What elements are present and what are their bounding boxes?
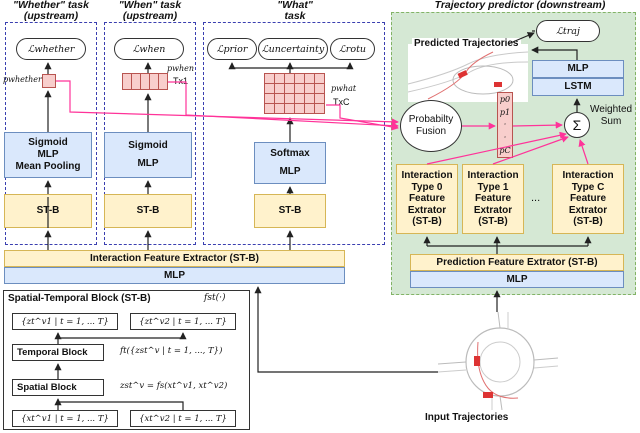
- prediction-feature-extractor: Prediction Feature Extrator (ST-B): [410, 254, 624, 271]
- x-left-box: {xt^v1 | t = 1, ... T}: [12, 410, 118, 427]
- loss-whether: ℒwhether: [16, 38, 86, 60]
- p-when-grid: [122, 73, 168, 90]
- p-vector: p0 p1 · · pC: [497, 92, 513, 158]
- probability-fusion: Probabilty Fusion: [400, 100, 462, 152]
- p0: p0: [499, 94, 511, 104]
- predictor-lstm: LSTM: [532, 78, 624, 96]
- interaction-type-1: Interaction Type 1 Feature Extrator (ST-…: [462, 164, 524, 234]
- p-dot2: ·: [503, 133, 507, 143]
- types-ellipsis: ...: [531, 192, 541, 204]
- when-head: Sigmoid MLP: [104, 132, 192, 178]
- p-when-label: pwhen: [167, 64, 195, 73]
- probability-fusion-label: Probabilty Fusion: [408, 114, 454, 137]
- weighted-sum-label: Weighted Sum: [590, 104, 633, 127]
- temporal-block: Temporal Block: [12, 344, 104, 361]
- tx1-label: Tx1: [173, 76, 189, 86]
- stb-detail-fst: fst(·): [204, 293, 226, 303]
- loss-traj: ℒtraj: [536, 20, 600, 42]
- predicted-trajectories-label: Predicted Trajectories: [412, 38, 521, 49]
- z-right-box: {zt^v2 | t = 1, ... T}: [130, 313, 236, 330]
- spatial-eq: zst^v = fs(xt^v1, xt^v2): [120, 381, 228, 391]
- loss-when: ℒwhen: [114, 38, 184, 60]
- p-dot1: ·: [503, 120, 507, 130]
- loss-rotu: ℒrotu: [330, 38, 375, 60]
- what-task-panel: [203, 22, 385, 245]
- z-left-box: {zt^v1 | t = 1, ... T}: [12, 313, 118, 330]
- whether-head: Sigmoid MLP Mean Pooling: [4, 132, 92, 178]
- loss-uncertainty: ℒuncertainty: [258, 38, 328, 60]
- predictor-title: Trajectory predictor (downstream): [434, 0, 606, 11]
- interaction-type-0: Interaction Type 0 Feature Extrator (ST-…: [396, 164, 458, 234]
- what-stb: ST-B: [254, 194, 326, 228]
- when-stb: ST-B: [104, 194, 192, 228]
- p-whether-label: pwhether: [3, 75, 42, 84]
- what-task-title: "What" task: [277, 0, 313, 22]
- x-right-box: {xt^v2 | t = 1, ... T}: [130, 410, 236, 427]
- interaction-feature-extractor: Interaction Feature Extractor (ST-B): [4, 250, 345, 267]
- p-whether-cell: [42, 74, 56, 88]
- when-head-mlp: MLP: [137, 158, 159, 169]
- interaction-feature-mlp: MLP: [4, 267, 345, 284]
- prediction-feature-mlp: MLP: [410, 271, 624, 288]
- sigma-symbol: Σ: [572, 117, 582, 133]
- p1: p1: [499, 107, 511, 117]
- pC: pC: [499, 146, 511, 156]
- when-task-title: "When" task (upstream): [118, 0, 182, 22]
- what-head: Softmax MLP: [254, 142, 326, 184]
- p-what-grid: [264, 73, 325, 114]
- loss-prior: ℒprior: [207, 38, 257, 60]
- interaction-type-c: Interaction Type C Feature Extrator (ST-…: [552, 164, 624, 234]
- stb-detail-title: Spatial-Temporal Block (ST-B): [8, 293, 151, 304]
- input-trajectories-label: Input Trajectories: [425, 412, 509, 423]
- txc-label: TxC: [333, 97, 350, 107]
- what-head-softmax: Softmax: [270, 148, 310, 159]
- spatial-block: Spatial Block: [12, 379, 104, 396]
- p-what-label: pwhat: [331, 84, 357, 93]
- temporal-eq: ft({zst^v | t = 1, ..., T}): [120, 346, 223, 356]
- input-trajectories-image: [437, 311, 559, 411]
- when-head-sigmoid: Sigmoid: [128, 140, 168, 151]
- what-head-mlp: MLP: [279, 166, 301, 177]
- predictor-mlp: MLP: [532, 60, 624, 78]
- weighted-sum-node: Σ: [564, 112, 590, 138]
- whether-task-title: "Whether" task (upstream): [13, 0, 89, 22]
